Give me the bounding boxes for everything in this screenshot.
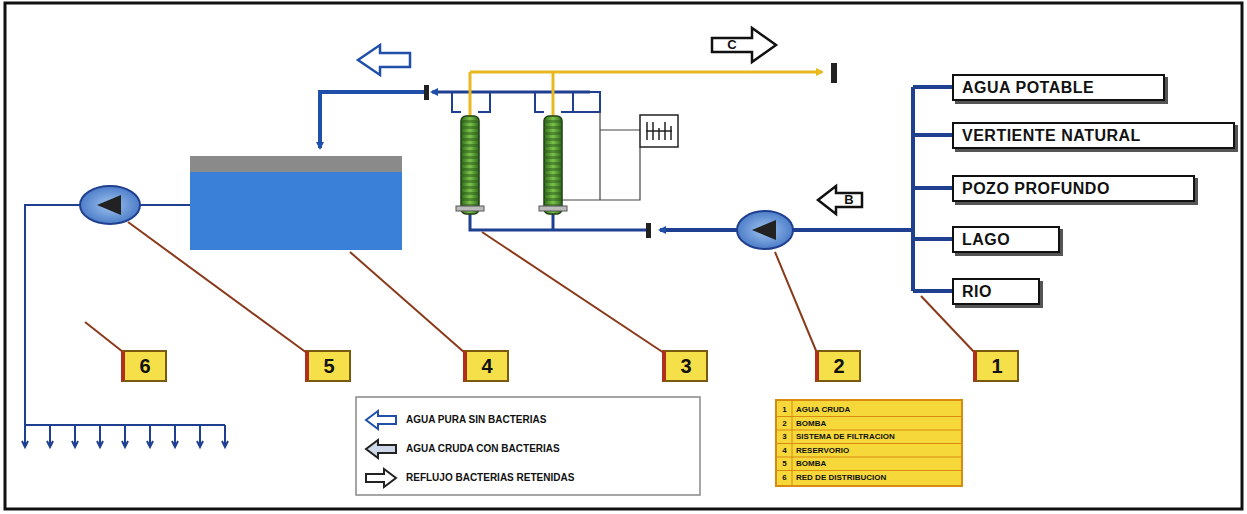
filter-piping	[432, 72, 822, 230]
pipe	[140, 204, 190, 206]
source-box: VERTIENTE NATURAL	[952, 122, 1235, 149]
valve-marker	[424, 85, 429, 100]
table-rule	[792, 400, 793, 486]
table-number: 1	[777, 404, 792, 416]
legend-text: AGUA PURA SIN BACTERIAS	[406, 413, 546, 427]
flow-arrow	[712, 28, 776, 62]
leader-line	[85, 222, 975, 353]
tap-arrow	[72, 425, 78, 447]
distribution-main	[25, 205, 225, 425]
table-number: 2	[777, 418, 792, 430]
table-cell: RESERVORIO	[796, 445, 960, 457]
valve-marker	[831, 63, 837, 83]
tap-arrow	[197, 425, 203, 447]
flow-arrow	[818, 186, 862, 214]
source-box: RIO	[952, 278, 1040, 305]
callout-number: 5	[305, 350, 351, 382]
table-rule	[776, 443, 962, 444]
table-number: 6	[777, 472, 792, 484]
table-rule	[776, 416, 962, 417]
source-bus	[792, 87, 952, 291]
arrow-letter: B	[836, 192, 862, 208]
callout-number: 6	[121, 350, 167, 382]
source-label: POZO PROFUNDO	[962, 180, 1110, 197]
distribution-taps	[22, 425, 228, 447]
legend-sample	[366, 411, 396, 429]
pipe	[320, 92, 424, 148]
pump	[80, 186, 140, 224]
legend-sample	[366, 469, 396, 487]
tap-arrow	[47, 425, 53, 447]
callout-number: 3	[662, 350, 708, 382]
parts-table	[776, 400, 962, 486]
pump-symbol	[752, 220, 776, 240]
reservoir-top	[190, 156, 402, 172]
tap-arrow	[172, 425, 178, 447]
source-label: VERTIENTE NATURAL	[962, 127, 1141, 144]
table-cell: AGUA CRUDA	[796, 404, 960, 416]
legend-text: AGUA CRUDA CON BACTERIAS	[406, 442, 560, 456]
table-rule	[776, 457, 962, 458]
tap-arrow	[147, 425, 153, 447]
arrow-letter: C	[712, 36, 752, 54]
pump-symbol	[97, 195, 121, 215]
source-label: RIO	[962, 283, 992, 300]
source-box: POZO PROFUNDO	[952, 175, 1195, 202]
pump	[737, 211, 793, 249]
tap-arrow	[97, 425, 103, 447]
table-number: 4	[777, 445, 792, 457]
table-number: 5	[777, 458, 792, 470]
callout-number: 1	[973, 350, 1019, 382]
flow-arrow	[358, 45, 410, 75]
source-label: AGUA POTABLE	[962, 79, 1094, 96]
table-number: 3	[777, 431, 792, 443]
source-box: AGUA POTABLE	[952, 74, 1165, 101]
control-panel	[640, 115, 678, 147]
table-cell: BOMBA	[796, 418, 960, 430]
table-cell: SISTEMA DE FILTRACION	[796, 431, 960, 443]
callout-number: 4	[463, 350, 509, 382]
legend-sample	[366, 440, 396, 458]
tap-arrow	[22, 425, 28, 447]
tap-arrow	[222, 425, 228, 447]
reservoir	[190, 156, 402, 250]
table-rule	[776, 470, 962, 471]
frame	[5, 3, 1242, 509]
filter-column	[539, 116, 567, 214]
pipe	[660, 228, 737, 232]
filter-column	[456, 116, 484, 214]
table-rule	[776, 430, 962, 431]
source-label: LAGO	[962, 231, 1010, 248]
table-cell: BOMBA	[796, 458, 960, 470]
valve-marker	[646, 223, 651, 238]
table-cell: RED DE DISTRIBUCION	[796, 472, 960, 484]
tap-arrow	[122, 425, 128, 447]
legend-box	[356, 397, 700, 495]
callout-number: 2	[815, 350, 861, 382]
source-box: LAGO	[952, 226, 1060, 253]
table-grid	[776, 400, 962, 486]
legend-text: REFLUJO BACTERIAS RETENIDAS	[406, 471, 574, 485]
